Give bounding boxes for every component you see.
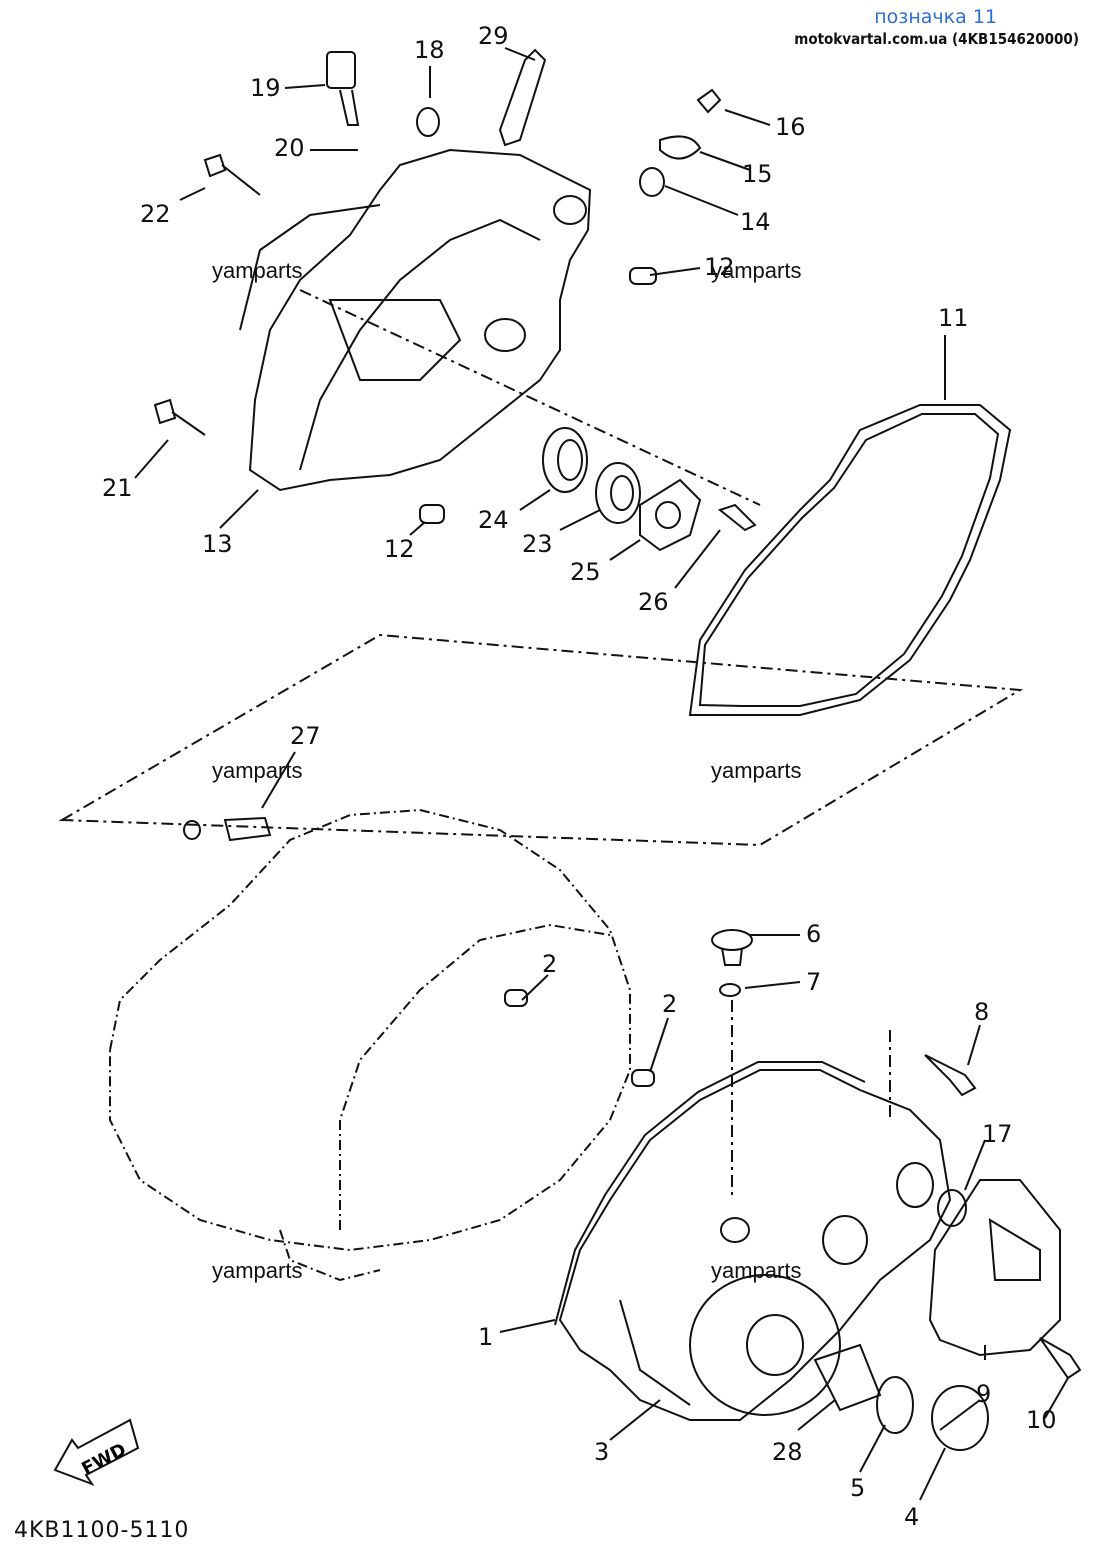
watermark: yamparts	[711, 258, 802, 283]
watermark: yamparts	[711, 758, 802, 783]
diagram-code: 4KB1100-5110	[14, 1518, 190, 1543]
callout-4: 4	[904, 1503, 919, 1531]
fwd-arrow-icon	[53, 1418, 140, 1487]
bushing-14	[639, 167, 665, 197]
gasket-11	[688, 404, 1012, 716]
watermark: yamparts	[711, 1258, 802, 1283]
seal-24	[542, 427, 588, 493]
callout-11: 11	[938, 304, 969, 332]
callout-21: 21	[102, 474, 133, 502]
callout-17: 17	[982, 1120, 1013, 1148]
bolt-26	[717, 503, 757, 532]
callout-15: 15	[742, 160, 773, 188]
callout-19: 19	[250, 74, 281, 102]
callout-16: 16	[775, 113, 806, 141]
dowel-2a	[504, 989, 528, 1007]
dowel-12b	[419, 504, 445, 524]
callout-6: 6	[806, 920, 821, 948]
plug-4	[931, 1385, 989, 1451]
collar-18	[416, 107, 440, 137]
callout-2b: 2	[662, 990, 677, 1018]
callout-5: 5	[850, 1474, 865, 1502]
seal-17	[937, 1189, 967, 1227]
bearing-23	[595, 462, 641, 524]
callout-10: 10	[1026, 1406, 1057, 1434]
callout-12a: 12	[704, 253, 735, 281]
cover-plate-9	[928, 1179, 1061, 1357]
watermark: yamparts	[212, 1258, 303, 1283]
dowel-12a	[629, 267, 657, 285]
callout-7: 7	[806, 968, 821, 996]
callout-18: 18	[414, 36, 445, 64]
callout-28: 28	[772, 1438, 803, 1466]
plate-25	[639, 478, 702, 552]
callout-3: 3	[594, 1438, 609, 1466]
fwd-label: FWD	[78, 1439, 129, 1480]
spacer-28	[813, 1343, 882, 1412]
bracket-29	[498, 48, 547, 147]
callout-20: 20	[274, 134, 305, 162]
site-reference: motokvartal.com.ua (4KB154620000)	[794, 30, 1079, 48]
callout-24: 24	[478, 506, 509, 534]
callout-26: 26	[638, 588, 669, 616]
bolt-10	[1039, 1337, 1082, 1380]
callout-1: 1	[478, 1323, 493, 1351]
callout-group: 1 2 2 3 4 5 6 7 8 9 10 11 12 12 13 14 15…	[102, 22, 1057, 1531]
callout-13: 13	[202, 530, 233, 558]
crankcase-cover-left	[248, 148, 592, 492]
callout-12b: 12	[384, 535, 415, 563]
callout-2a: 2	[542, 950, 557, 978]
plug-6	[711, 929, 753, 951]
cap-15	[659, 135, 702, 160]
watermark: yamparts	[212, 258, 303, 283]
bolt-8	[924, 1054, 977, 1097]
callout-27: 27	[290, 722, 321, 750]
callout-9: 9	[976, 1380, 991, 1408]
bracket-27	[223, 816, 272, 842]
callout-14: 14	[740, 208, 771, 236]
crankcase-cover-right	[558, 1069, 952, 1421]
watermark: yamparts	[212, 758, 303, 783]
o-ring-5	[876, 1376, 914, 1434]
washer-7	[719, 983, 741, 997]
bolt-16	[696, 88, 722, 114]
bolt-22	[203, 153, 261, 196]
cap-19	[326, 51, 356, 89]
part-marker-link[interactable]: позначка 11	[874, 6, 997, 28]
bolt-21	[153, 398, 206, 436]
callout-22: 22	[140, 200, 171, 228]
dowel-2b	[631, 1069, 655, 1087]
callout-23: 23	[522, 530, 553, 558]
callout-25: 25	[570, 558, 601, 586]
callout-8: 8	[974, 998, 989, 1026]
callout-29: 29	[478, 22, 509, 50]
